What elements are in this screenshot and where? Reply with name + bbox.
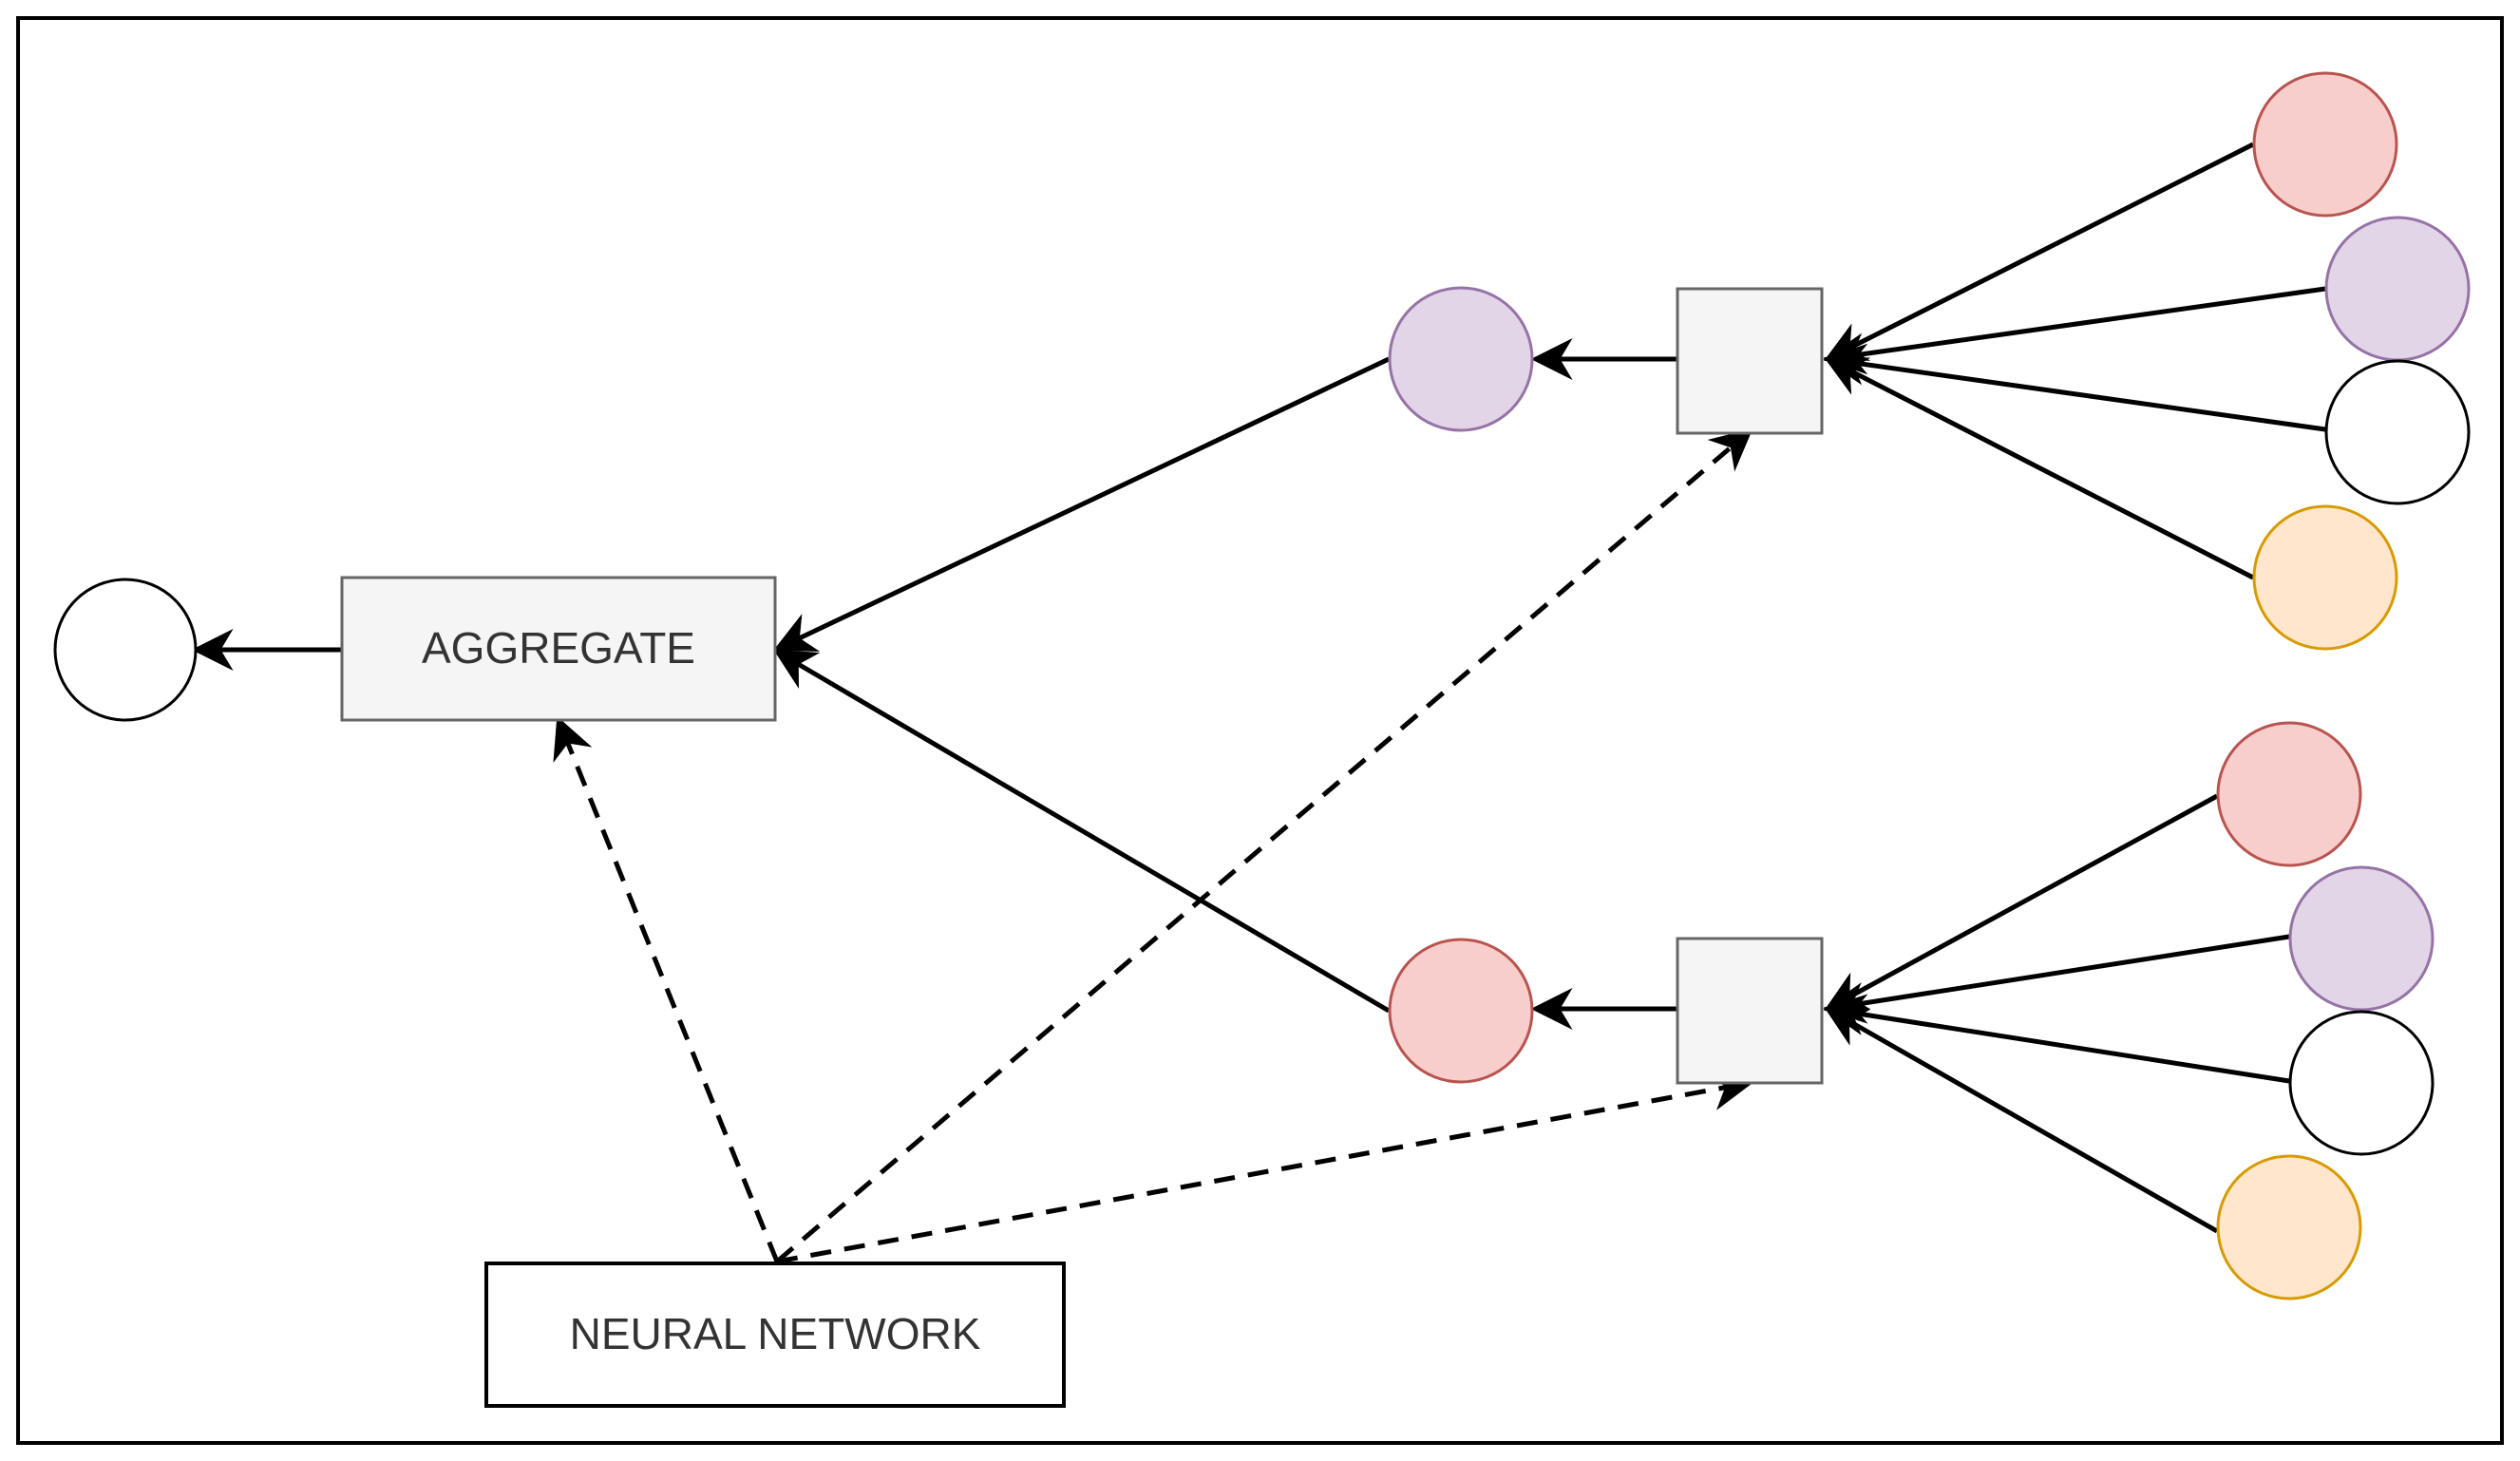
edge-bottom-purple-to-square	[1823, 934, 2290, 1024]
dashed-edge-nn-to-bottom-square	[776, 1069, 1754, 1264]
bottom-neighbor-red	[2216, 721, 2362, 867]
bottom-neighbor-white	[2288, 1010, 2435, 1156]
edge-top-purple-to-square	[1823, 286, 2326, 375]
edge-purple-to-aggregate	[773, 356, 1391, 652]
bottom-neighbor-purple	[2288, 865, 2435, 1012]
aggregate-box: AGGREGATE	[340, 576, 777, 722]
combine-square-top	[1676, 287, 1824, 435]
outer-frame	[16, 16, 2504, 1445]
dashed-edge-nn-to-aggregate	[553, 715, 780, 1262]
mid-red-node	[1388, 938, 1534, 1084]
top-neighbor-orange	[2252, 504, 2398, 651]
bottom-neighbor-orange	[2216, 1154, 2362, 1300]
edge-bottom-white-to-square	[1823, 994, 2290, 1084]
aggregate-label: AGGREGATE	[422, 623, 695, 673]
neural-network-box: NEURAL NETWORK	[484, 1262, 1066, 1408]
top-neighbor-white	[2324, 359, 2471, 505]
dashed-edge-nn-to-top-square	[775, 428, 1753, 1263]
combine-square-bottom	[1676, 937, 1824, 1085]
neural-network-label: NEURAL NETWORK	[570, 1309, 981, 1358]
edge-bottom-red-to-square	[1824, 793, 2219, 1012]
edge-top-orange-to-square	[1824, 356, 2255, 580]
edge-red-to-aggregate	[773, 649, 1391, 1014]
top-neighbor-red	[2252, 71, 2398, 218]
edge-bottom-orange-to-square	[1824, 1006, 2219, 1234]
mid-purple-node	[1388, 286, 1534, 432]
edge-top-red-to-square	[1824, 142, 2255, 362]
output-node-circle	[53, 578, 198, 722]
top-neighbor-purple	[2324, 216, 2471, 362]
edge-top-white-to-square	[1823, 343, 2326, 432]
